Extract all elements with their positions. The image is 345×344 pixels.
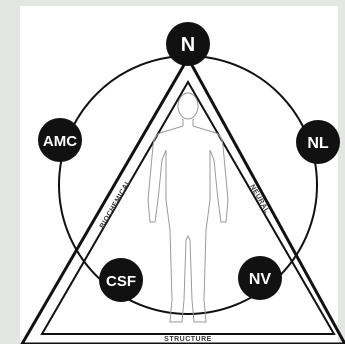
node-right: NL — [296, 120, 340, 164]
node-bottom-left-label: CSF — [106, 273, 136, 290]
node-bottom-right: NV — [238, 256, 282, 300]
node-left: AMC — [38, 118, 82, 162]
node-bottom-right-label: NV — [249, 271, 272, 288]
node-left-label: AMC — [43, 133, 77, 150]
side-label-bottom: STRUCTURE — [164, 336, 212, 343]
node-right-label: NL — [307, 135, 329, 152]
node-top-label: N — [181, 34, 195, 56]
node-bottom-left: CSF — [99, 258, 143, 302]
node-top: N — [166, 22, 210, 66]
